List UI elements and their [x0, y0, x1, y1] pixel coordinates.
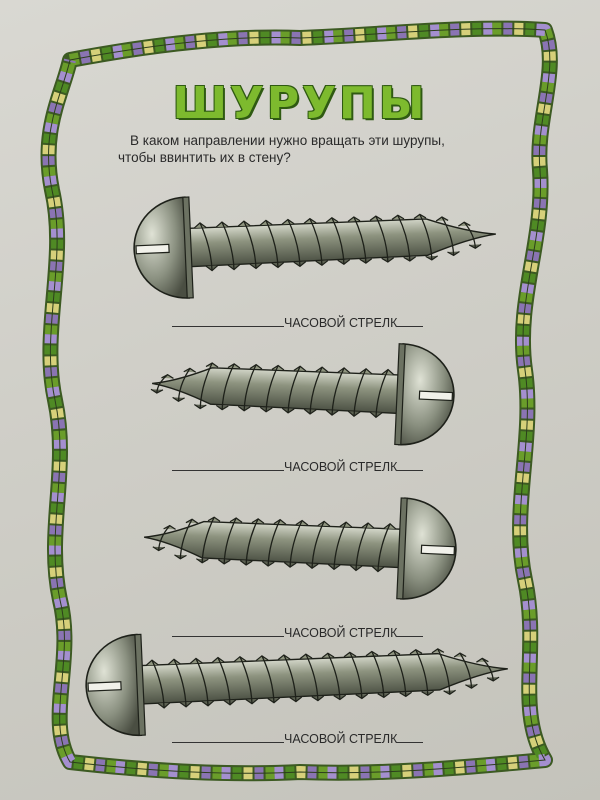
answer-label-1: ЧАСОВОЙ СТРЕЛК	[284, 316, 398, 330]
answer-ending-blank-1	[397, 314, 424, 327]
screw-2-illustration	[150, 343, 455, 446]
answer-blank-2[interactable]	[172, 458, 284, 471]
answer-line-3[interactable]: ЧАСОВОЙ СТРЕЛК	[172, 624, 424, 640]
question-line-1: В каком направлении нужно вращать эти шу…	[130, 133, 445, 148]
screw-3-illustration	[144, 497, 457, 600]
answer-ending-blank-2	[397, 458, 424, 471]
question-text: В каком направлении нужно вращать эти шу…	[118, 132, 520, 166]
answer-label-4: ЧАСОВОЙ СТРЕЛК	[284, 732, 398, 746]
question-line-2: чтобы ввинтить их в стену?	[118, 150, 291, 165]
answer-line-1[interactable]: ЧАСОВОЙ СТРЕЛК	[172, 314, 424, 330]
answer-label-3: ЧАСОВОЙ СТРЕЛК	[284, 626, 398, 640]
answer-label-2: ЧАСОВОЙ СТРЕЛК	[284, 460, 398, 474]
screw-1-illustration	[133, 196, 496, 299]
answer-blank-3[interactable]	[172, 624, 284, 637]
answer-ending-blank-3	[397, 624, 424, 637]
answer-blank-1[interactable]	[172, 314, 284, 327]
answer-line-2[interactable]: ЧАСОВОЙ СТРЕЛК	[172, 458, 424, 474]
answer-line-4[interactable]: ЧАСОВОЙ СТРЕЛК	[172, 730, 424, 746]
answer-ending-blank-4	[397, 730, 424, 743]
screw-4-illustration	[85, 633, 508, 737]
answer-blank-4[interactable]	[172, 730, 284, 743]
page-title: ШУРУПЫ	[172, 78, 428, 129]
